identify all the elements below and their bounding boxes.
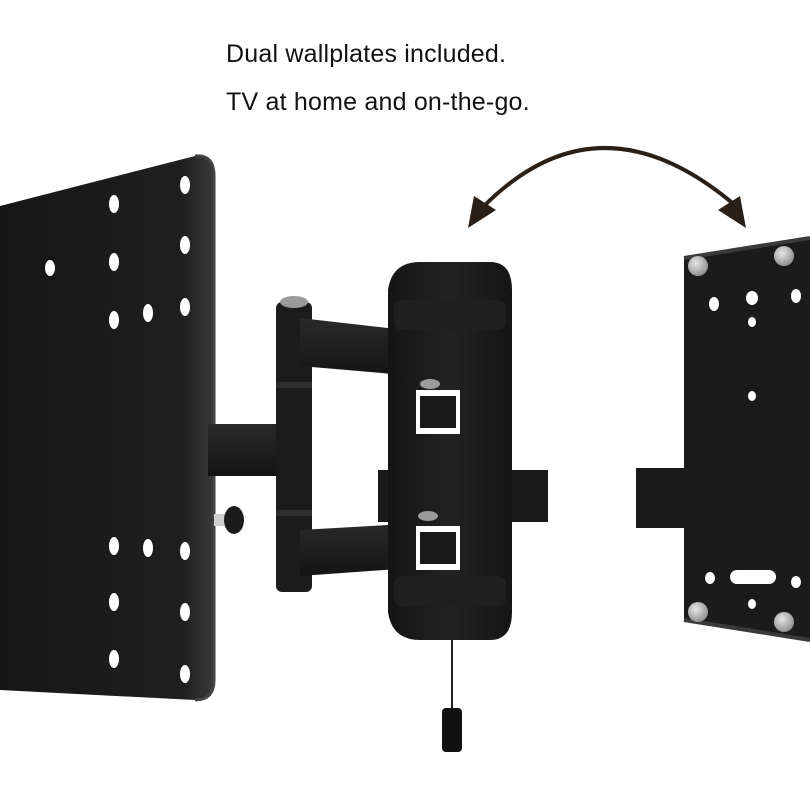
tv-plate [0,154,216,702]
caption-line-2: TV at home and on-the-go. [226,88,530,116]
tilt-knob [214,506,244,534]
caption-line-1: Dual wallplates included. [226,40,507,68]
hinge-post [276,296,312,592]
wall-bracket [378,262,548,640]
pull-cord [442,640,462,752]
mounting-holes [45,176,190,683]
wallplate-holes [705,289,801,609]
wallplate-screws [688,246,794,632]
swap-arrow-icon [468,146,746,228]
second-wallplate [636,236,810,642]
